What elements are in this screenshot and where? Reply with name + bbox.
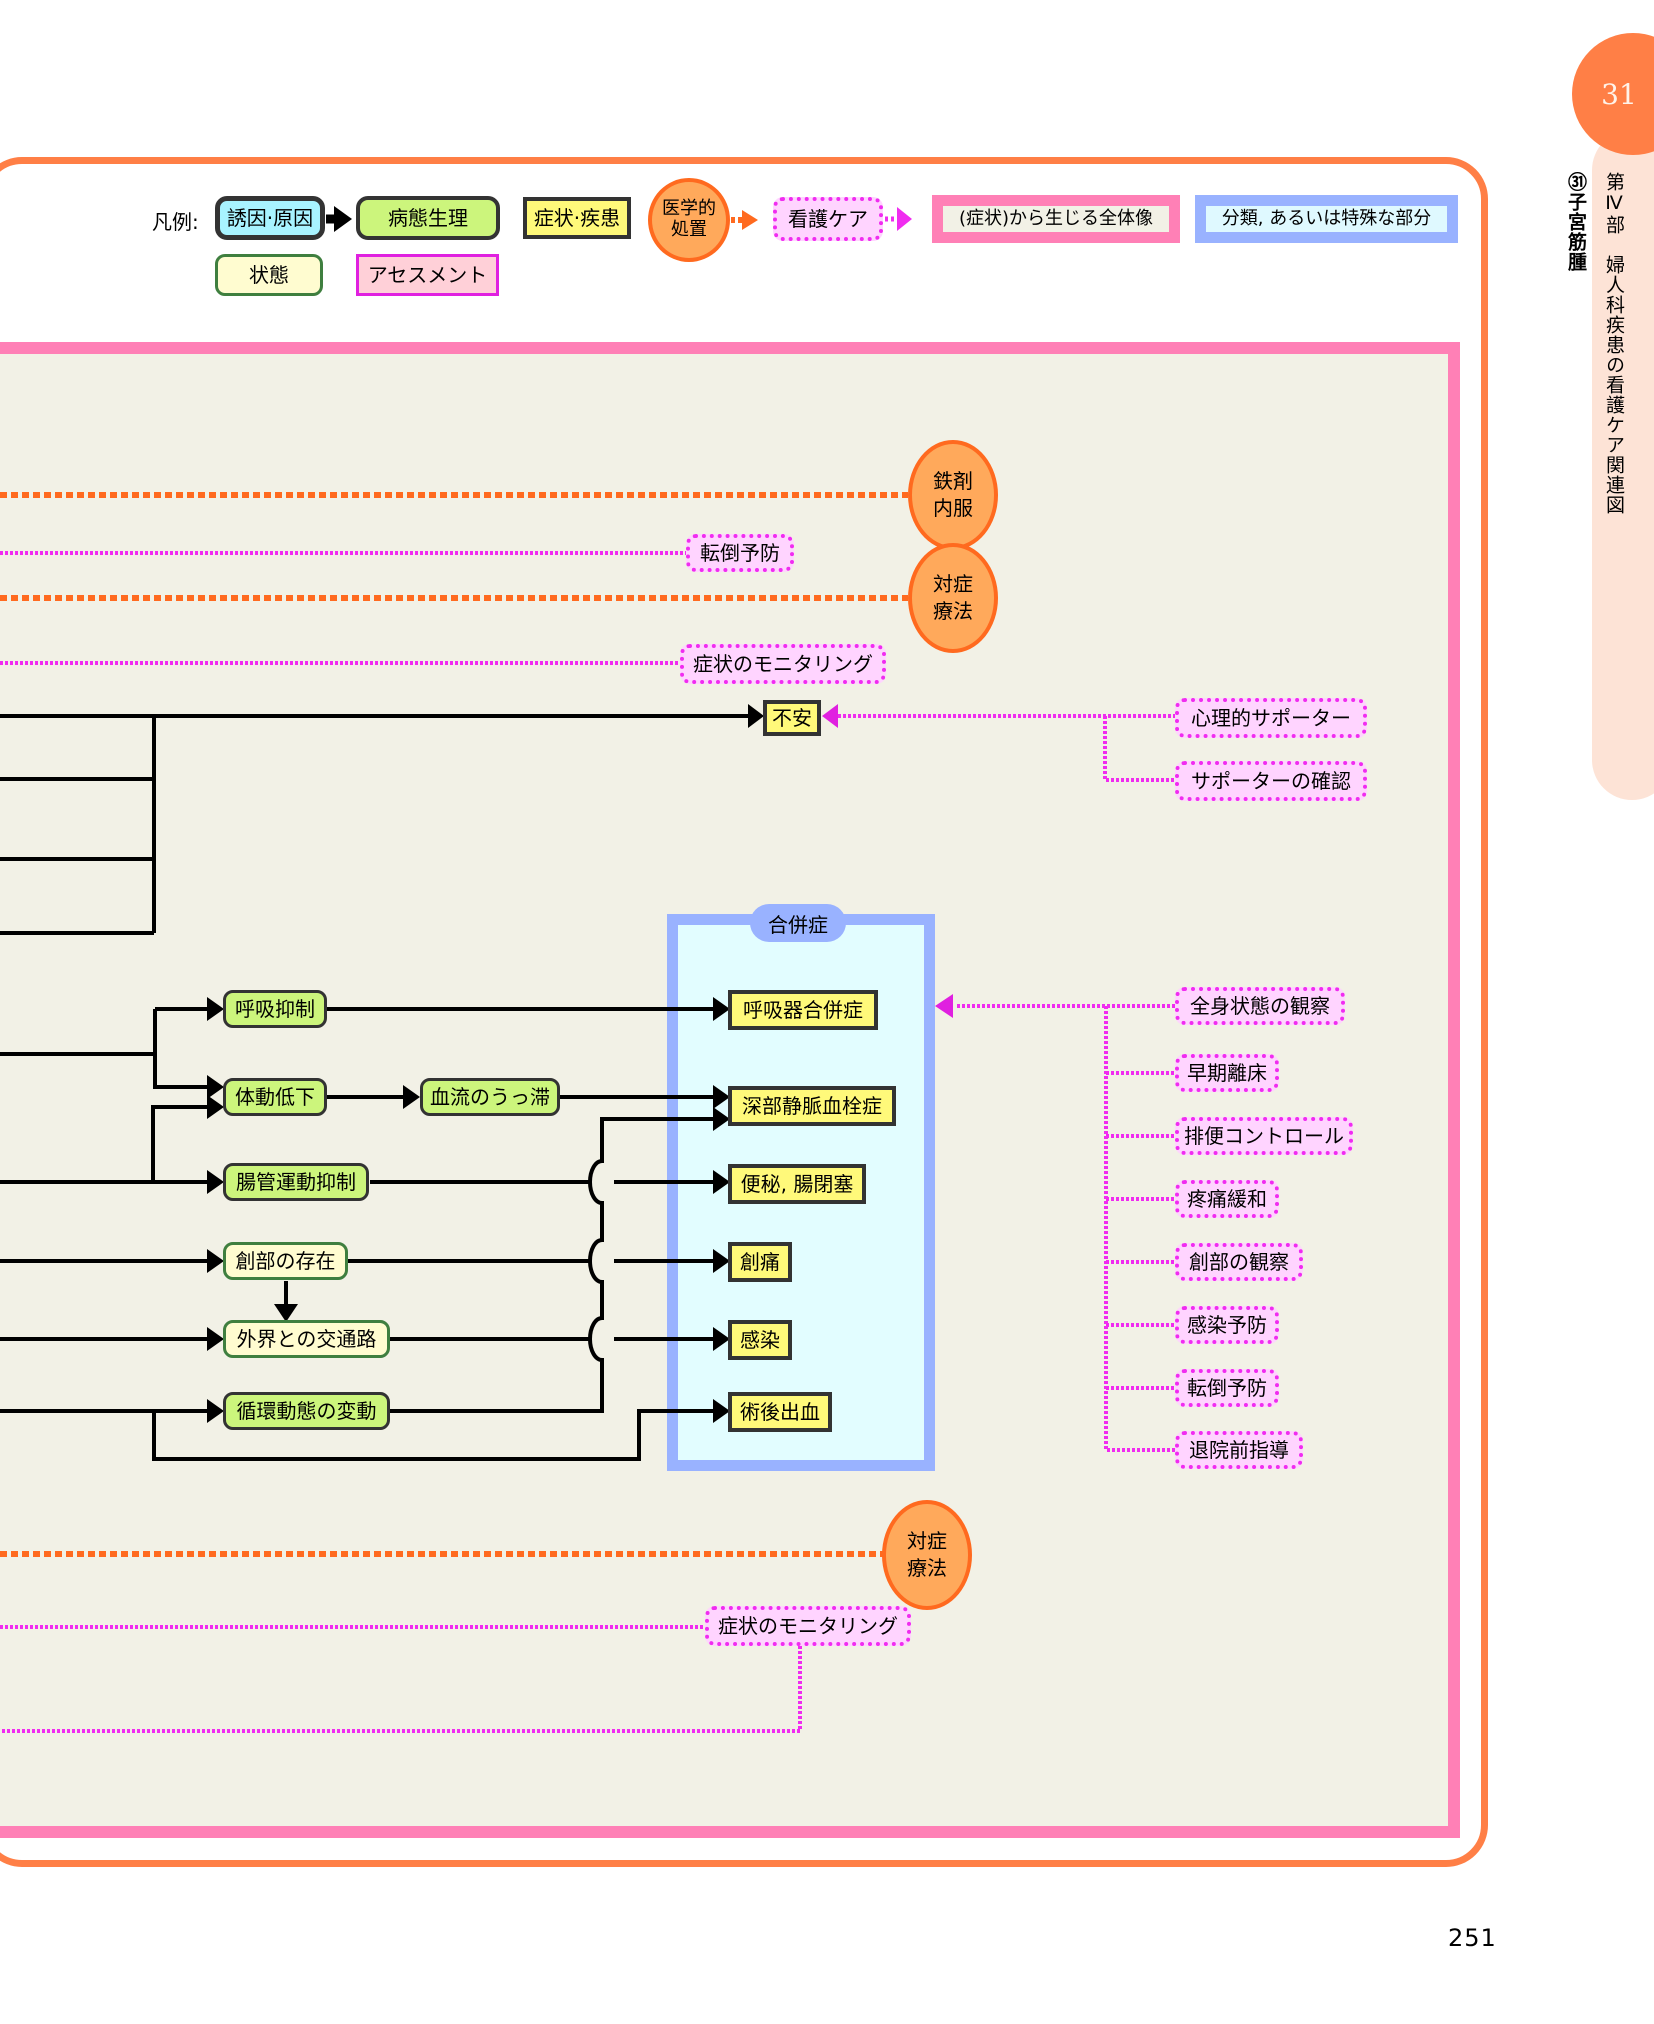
chapter-title: ㉛子宮筋腫 xyxy=(1565,172,1587,272)
complication-infection: 感染 xyxy=(728,1320,792,1360)
care-label: 心理的サポーター xyxy=(1191,706,1351,730)
care-psych-support: 心理的サポーター xyxy=(1175,698,1367,738)
care-label: 転倒予防 xyxy=(1187,1376,1267,1400)
patho-bowel-suppression: 腸管運動抑制 xyxy=(223,1163,369,1201)
care-label: 症状のモニタリング xyxy=(693,652,873,676)
legend-assessment-label: アセスメント xyxy=(367,263,488,287)
chapter-number-badge: 31 xyxy=(1572,33,1654,155)
legend-medical: 医学的 処置 xyxy=(648,178,730,262)
patho-circulation-change: 循環動態の変動 xyxy=(223,1392,390,1430)
care-infection-prevention: 感染予防 xyxy=(1175,1306,1279,1344)
state-label: 外界との交通路 xyxy=(236,1327,377,1351)
complication-constipation: 便秘, 腸閉塞 xyxy=(728,1164,866,1204)
medical-symptomatic-bottom-line1: 対症 xyxy=(907,1529,947,1553)
patho-blood-stasis: 血流のうっ滞 xyxy=(420,1078,560,1116)
care-discharge-guidance: 退院前指導 xyxy=(1175,1431,1303,1469)
side-tab xyxy=(1592,130,1654,800)
care-label: 症状のモニタリング xyxy=(718,1614,898,1638)
medical-symptomatic-top-line2: 療法 xyxy=(933,599,973,623)
care-fall-prevention-top: 転倒予防 xyxy=(686,534,794,572)
complication-label: 感染 xyxy=(740,1328,780,1352)
legend-cause-label: 誘因·原因 xyxy=(226,206,314,230)
care-supporter-check: サポーターの確認 xyxy=(1175,761,1367,801)
medical-symptomatic-top-line1: 対症 xyxy=(933,572,973,596)
complication-wound-pain: 創痛 xyxy=(728,1242,792,1282)
care-label: 全身状態の観察 xyxy=(1190,994,1330,1018)
care-label: 感染予防 xyxy=(1187,1313,1267,1337)
complication-title-text: 合併症 xyxy=(768,912,828,937)
legend-whole-picture-label: (症状)から生じる全体像 xyxy=(958,208,1154,229)
medical-iron-supplement: 鉄剤 内服 xyxy=(908,440,998,550)
legend-label: 凡例: xyxy=(152,210,199,234)
patho-label: 呼吸抑制 xyxy=(235,997,315,1021)
care-label: 早期離床 xyxy=(1187,1061,1267,1085)
patho-label: 循環動態の変動 xyxy=(236,1399,377,1423)
care-label: 疼痛緩和 xyxy=(1187,1187,1267,1211)
complication-label: 深部静脈血栓症 xyxy=(742,1094,882,1118)
legend-nursing-care: 看護ケア xyxy=(773,197,883,241)
care-label: 退院前指導 xyxy=(1189,1438,1289,1462)
complication-dvt: 深部静脈血栓症 xyxy=(728,1086,896,1126)
care-pain-relief: 疼痛緩和 xyxy=(1175,1180,1279,1218)
legend-assessment: アセスメント xyxy=(356,254,499,296)
medical-symptomatic-bottom: 対症 療法 xyxy=(882,1500,972,1610)
legend-state: 状態 xyxy=(215,254,323,296)
legend-whole-picture: (症状)から生じる全体像 xyxy=(932,195,1180,243)
state-wound: 創部の存在 xyxy=(223,1242,348,1280)
care-symptom-monitoring-bottom: 症状のモニタリング xyxy=(705,1606,911,1646)
medical-iron-line2: 内服 xyxy=(933,496,973,520)
legend-nursing-care-label: 看護ケア xyxy=(788,207,868,231)
legend-cause: 誘因·原因 xyxy=(215,196,325,240)
care-label: 創部の観察 xyxy=(1189,1250,1289,1274)
care-label: サポーターの確認 xyxy=(1191,769,1351,793)
symptom-label: 不安 xyxy=(772,706,812,730)
legend-symptom-label: 症状·疾患 xyxy=(533,206,621,230)
care-wound-observation: 創部の観察 xyxy=(1175,1243,1303,1281)
medical-iron-line1: 鉄剤 xyxy=(933,469,973,493)
patho-resp-suppression: 呼吸抑制 xyxy=(223,990,327,1028)
care-symptom-monitoring-top: 症状のモニタリング xyxy=(680,644,886,684)
care-early-ambulation: 早期離床 xyxy=(1175,1054,1279,1092)
patho-label: 血流のうっ滞 xyxy=(430,1085,550,1109)
medical-symptomatic-bottom-line2: 療法 xyxy=(907,1556,947,1580)
complication-postop-bleeding: 術後出血 xyxy=(728,1392,832,1432)
legend-medical-line1: 医学的 xyxy=(662,198,716,220)
medical-symptomatic-top: 対症 療法 xyxy=(908,543,998,653)
legend-classification: 分類, あるいは特殊な部分 xyxy=(1195,195,1458,243)
chapter-number: 31 xyxy=(1601,77,1637,111)
state-label: 創部の存在 xyxy=(235,1249,336,1273)
patho-reduced-mobility: 体動低下 xyxy=(223,1078,327,1116)
legend-symptom: 症状·疾患 xyxy=(523,197,631,239)
outer-frame xyxy=(0,157,1488,1867)
complication-respiratory: 呼吸器合併症 xyxy=(728,990,878,1030)
complication-label: 呼吸器合併症 xyxy=(743,998,863,1022)
legend-pathophysiology: 病態生理 xyxy=(356,196,500,240)
symptom-anxiety: 不安 xyxy=(763,700,821,736)
legend-state-label: 状態 xyxy=(249,263,289,287)
legend-classification-label: 分類, あるいは特殊な部分 xyxy=(1221,208,1432,229)
care-general-observation: 全身状態の観察 xyxy=(1175,987,1345,1025)
care-label: 転倒予防 xyxy=(700,541,780,565)
complication-group-title: 合併症 xyxy=(750,904,846,942)
care-bowel-control: 排便コントロール xyxy=(1175,1117,1353,1155)
care-fall-prevention: 転倒予防 xyxy=(1175,1369,1279,1407)
complication-label: 創痛 xyxy=(740,1250,780,1274)
state-external-route: 外界との交通路 xyxy=(223,1320,390,1358)
patho-label: 腸管運動抑制 xyxy=(236,1170,356,1194)
page-number: 251 xyxy=(1448,1924,1497,1952)
complication-label: 術後出血 xyxy=(740,1400,820,1424)
legend-pathophysiology-label: 病態生理 xyxy=(388,206,468,230)
legend-medical-line2: 処置 xyxy=(671,219,707,240)
patho-label: 体動低下 xyxy=(235,1085,315,1109)
complication-label: 便秘, 腸閉塞 xyxy=(740,1172,854,1196)
part-title: 第Ⅳ部 婦人科疾患の看護ケア関連図 xyxy=(1603,172,1625,515)
care-label: 排便コントロール xyxy=(1184,1124,1344,1148)
